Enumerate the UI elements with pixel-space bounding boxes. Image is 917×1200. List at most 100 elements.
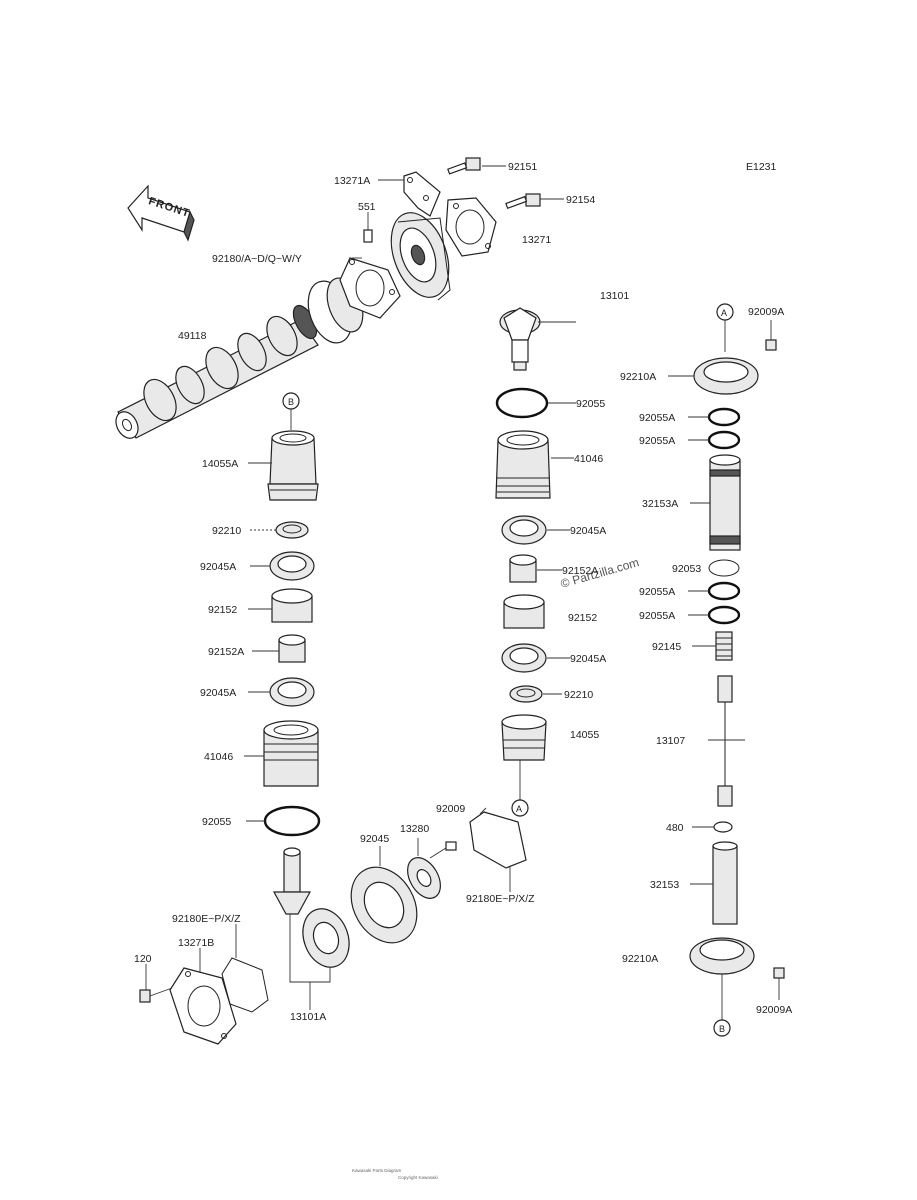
nut-92009A-bottom — [773, 967, 785, 979]
label-13280: 13280 — [400, 823, 429, 835]
label-92152-left: 92152 — [208, 604, 237, 616]
bolt-92151 — [447, 157, 481, 175]
callout-a-centre — [511, 799, 529, 817]
bolt-92154 — [505, 193, 541, 210]
label-13107: 13107 — [656, 735, 685, 747]
label-14055: 14055 — [570, 729, 599, 741]
collar-92152-centre — [503, 594, 545, 629]
label-92055A-2: 92055A — [639, 435, 675, 447]
label-92053: 92053 — [672, 563, 701, 575]
label-92180-ad: 92180/A~D/Q~W/Y — [212, 253, 302, 265]
washer-480 — [713, 821, 733, 833]
label-92055-centre: 92055 — [576, 398, 605, 410]
label-92154: 92154 — [566, 194, 595, 206]
label-92045A-centre-1: 92045A — [570, 525, 606, 537]
label-92151: 92151 — [508, 161, 537, 173]
cover-13271 — [445, 197, 497, 257]
label-14055A: 14055A — [202, 458, 238, 470]
label-92210-centre: 92210 — [564, 689, 593, 701]
callout-b-bottom — [713, 1019, 731, 1037]
footer-line-1: Kawasaki Parts Diagram — [352, 1168, 402, 1173]
label-92009A-bottom: 92009A — [756, 1004, 792, 1016]
nut-92210-centre — [509, 685, 543, 703]
label-49118: 49118 — [178, 330, 207, 342]
label-92152-centre: 92152 — [568, 612, 597, 624]
pin-551 — [363, 229, 373, 243]
callout-a-centre-label: A — [516, 804, 522, 814]
callout-b-bottom-label: B — [719, 1024, 725, 1034]
bearing-92045A-left-2 — [269, 677, 315, 707]
label-13271: 13271 — [522, 234, 551, 246]
label-92210A-top: 92210A — [620, 371, 656, 383]
holder-14055A — [267, 430, 319, 501]
label-92152A-left: 92152A — [208, 646, 244, 658]
label-32153A: 32153A — [642, 498, 678, 510]
label-92009: 92009 — [436, 803, 465, 815]
o-ring-92055A-3 — [707, 581, 741, 601]
label-92045A-left-1: 92045A — [200, 561, 236, 573]
o-ring-92055A-4 — [707, 605, 741, 625]
sleeve-32153A — [709, 454, 741, 551]
callout-b-top-label: B — [288, 397, 294, 407]
label-120: 120 — [134, 953, 152, 965]
label-92152A-centre: 92152A — [562, 565, 598, 577]
pipe-32153 — [712, 841, 738, 925]
label-92145: 92145 — [652, 641, 681, 653]
label-13271B: 13271B — [178, 937, 214, 949]
nut-92210-left — [275, 521, 309, 539]
bearing-92045A-centre-1 — [501, 515, 547, 545]
gasket-92180-top — [339, 257, 401, 319]
nut-92210A-bottom — [689, 937, 755, 975]
housing-41046-centre — [495, 430, 551, 499]
collar-92152-left — [271, 588, 313, 623]
gasket-92180E-left — [221, 957, 269, 1013]
plate-13280 — [407, 841, 457, 899]
label-92180E-left: 92180E~P/X/Z — [172, 913, 241, 925]
holder-14055-centre — [501, 714, 547, 761]
o-ring-92055A-2 — [707, 430, 741, 450]
label-32153: 32153 — [650, 879, 679, 891]
bevel-gear-top — [390, 212, 451, 301]
label-92210A-bottom: 92210A — [622, 953, 658, 965]
nut-92210A-top — [693, 357, 759, 395]
cover-13271B — [169, 967, 237, 1045]
spring-92145 — [715, 631, 733, 661]
bolt-120 — [139, 987, 173, 1003]
bevel-gear-13101A — [302, 908, 350, 968]
bearing-92045A-left-1 — [269, 551, 315, 581]
label-92045: 92045 — [360, 833, 389, 845]
diagram-code: E1231 — [746, 161, 777, 173]
label-92055A-3: 92055A — [639, 586, 675, 598]
label-92055A-4: 92055A — [639, 610, 675, 622]
collar-92152A-left — [278, 634, 306, 663]
label-92180E-centre: 92180E~P/X/Z — [466, 893, 535, 905]
label-92009A-top: 92009A — [748, 306, 784, 318]
bearing-92045A-centre-2 — [501, 643, 547, 673]
o-ring-92055A-1 — [707, 407, 741, 427]
label-92045A-centre-2: 92045A — [570, 653, 606, 665]
label-551: 551 — [358, 201, 376, 213]
label-92210-left: 92210 — [212, 525, 241, 537]
ring-92053 — [708, 559, 740, 577]
housing-41046-left — [263, 720, 319, 787]
footer-line-2: Copyright Kawasaki — [398, 1175, 438, 1180]
label-92045A-left-2: 92045A — [200, 687, 236, 699]
label-92055-left: 92055 — [202, 816, 231, 828]
o-ring-92055-centre — [495, 387, 549, 419]
label-13101: 13101 — [600, 290, 629, 302]
gasket-92180E-centre — [469, 811, 527, 869]
bearing-92045 — [350, 866, 418, 944]
label-92055A-1: 92055A — [639, 412, 675, 424]
label-13101A: 13101A — [290, 1011, 326, 1023]
o-ring-92055-left — [263, 805, 321, 837]
shaft-13107 — [717, 675, 733, 807]
label-41046-left: 41046 — [204, 751, 233, 763]
label-13271A: 13271A — [334, 175, 370, 187]
nut-92009A-top — [765, 339, 777, 351]
bracket-13271A — [403, 171, 441, 217]
label-480: 480 — [666, 822, 684, 834]
collar-92152A-centre — [509, 554, 537, 583]
pinion-13101A — [272, 847, 312, 915]
camshaft-49118 — [115, 277, 364, 439]
